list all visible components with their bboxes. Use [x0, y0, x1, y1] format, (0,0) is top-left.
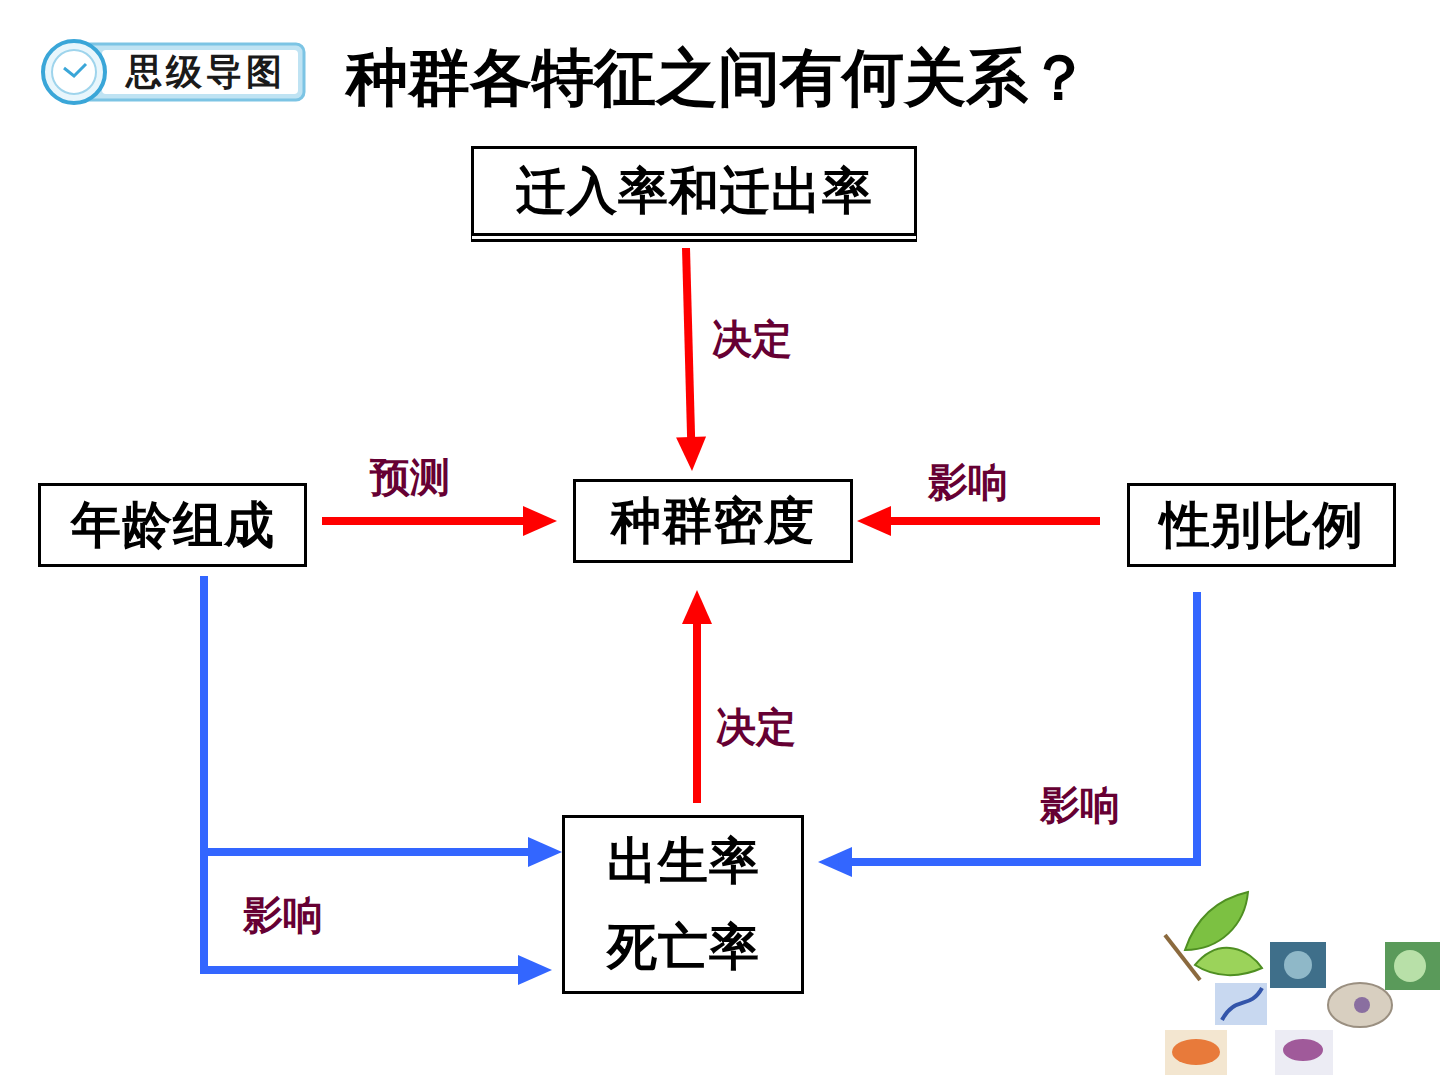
concept-box: 性别比例: [1127, 483, 1396, 567]
connector-line: [838, 592, 1197, 862]
box-text: 年龄组成: [71, 492, 275, 559]
organelle-thumbnail: [1172, 1039, 1220, 1065]
edge-label: 影响: [1040, 778, 1120, 833]
arrow-connector: [682, 590, 712, 803]
connector-line: [322, 517, 537, 525]
clock-inner: [52, 50, 96, 94]
arrow-connector: [204, 576, 562, 985]
concept-box: 迁入率和迁出率: [471, 146, 917, 236]
clock-hands: [64, 64, 86, 76]
edge-label: 影响: [928, 455, 1008, 510]
cell-thumbnail: [1385, 942, 1440, 990]
organelle-thumbnail: [1165, 1030, 1227, 1075]
edge-label: 影响: [243, 888, 323, 943]
header-badge: 思级导图: [40, 38, 306, 106]
diagram-title: 种群各特征之间有何关系？: [346, 36, 1090, 120]
box-text: 死亡率: [607, 914, 760, 981]
connector-line: [204, 576, 532, 970]
dna-thumbnail: [1222, 988, 1262, 1020]
connector-line: [204, 576, 542, 852]
leaf-illustration: [1165, 892, 1262, 980]
concept-box: 出生率死亡率: [562, 815, 804, 994]
cell-thumbnail: [1354, 997, 1370, 1013]
box-text: 出生率: [607, 828, 760, 895]
concept-box: 年龄组成: [38, 483, 307, 567]
cell-thumbnail: [1284, 951, 1312, 979]
cell-thumbnail: [1394, 950, 1426, 982]
connector-line: [686, 248, 691, 451]
arrow-connector: [676, 248, 706, 471]
cell-thumbnail: [1328, 983, 1392, 1027]
badge-text: 思级导图: [126, 48, 286, 97]
arrow-connector: [857, 506, 1100, 536]
clock-face: [43, 41, 105, 103]
connector-line: [877, 517, 1100, 525]
connector-line: [693, 610, 701, 803]
edge-label: 决定: [712, 312, 792, 367]
organelle-thumbnail: [1275, 1030, 1333, 1075]
box-text: 迁入率和迁出率: [516, 158, 873, 225]
dna-thumbnail: [1215, 983, 1267, 1025]
organelle-thumbnail: [1283, 1039, 1323, 1061]
edge-label: 预测: [370, 450, 450, 505]
arrow-connector: [322, 506, 557, 536]
cell-thumbnail: [1270, 942, 1326, 988]
concept-box: 种群密度: [573, 479, 853, 563]
box-text: 种群密度: [611, 488, 815, 555]
box-text: 性别比例: [1160, 492, 1364, 559]
edge-label: 决定: [716, 700, 796, 755]
arrow-connector: [818, 592, 1197, 877]
